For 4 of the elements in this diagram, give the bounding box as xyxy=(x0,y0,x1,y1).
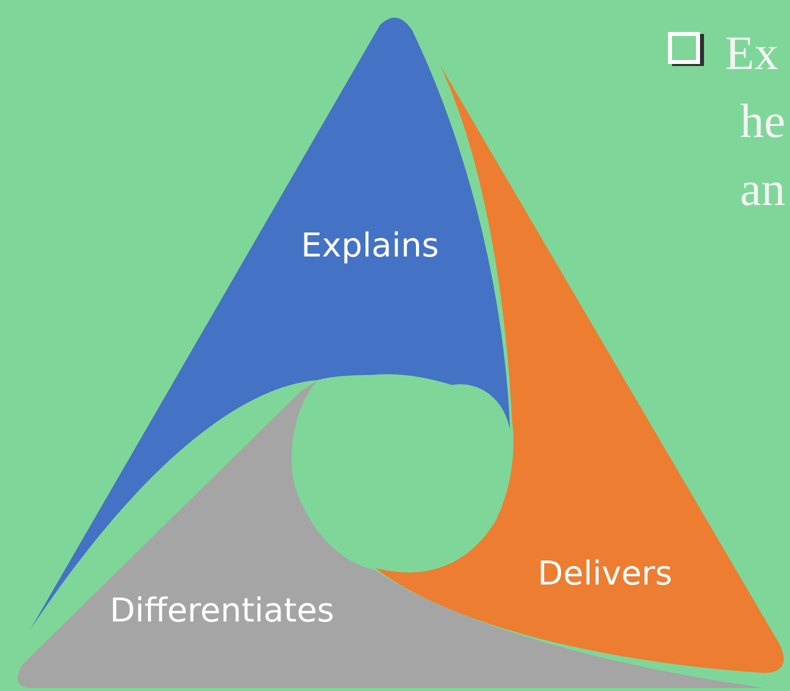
segment-label: Explains xyxy=(301,226,439,264)
segment-label: Differentiates xyxy=(110,590,334,630)
bullet-text: Ex he an xyxy=(725,26,786,218)
segment-label: Delivers xyxy=(538,554,672,592)
